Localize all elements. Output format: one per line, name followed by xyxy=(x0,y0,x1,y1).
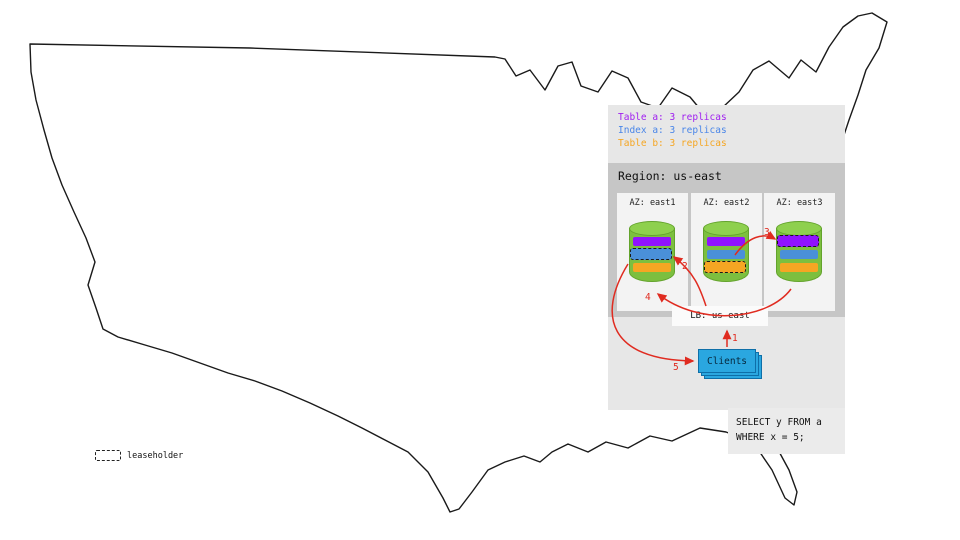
az-east2-label: AZ: east2 xyxy=(703,198,750,208)
sql-line-1: SELECT y FROM a xyxy=(736,417,822,428)
replica-table-a xyxy=(707,237,745,246)
sql-query-box: SELECT y FROM a WHERE x = 5; xyxy=(728,408,845,454)
replica-index-a xyxy=(707,250,745,259)
legend-index-a: Index a: 3 replicas xyxy=(618,125,727,136)
replica-legend: Table a: 3 replicas Index a: 3 replicas … xyxy=(618,111,727,150)
az-east2: AZ: east2 xyxy=(691,193,762,311)
replica-index-a-leaseholder xyxy=(630,248,672,260)
flow-step-2: 2 xyxy=(682,261,688,272)
region-title: Region: us-east xyxy=(618,169,722,183)
replica-table-a-leaseholder xyxy=(777,235,819,247)
flow-step-4: 4 xyxy=(645,292,651,303)
clients-stack: Clients xyxy=(698,349,764,381)
db-node-east2 xyxy=(703,221,749,283)
db-node-east3 xyxy=(776,221,822,283)
leaseholder-swatch-icon xyxy=(95,450,121,461)
cylinder-top xyxy=(703,221,749,236)
flow-step-3: 3 xyxy=(764,227,770,238)
replica-table-a xyxy=(633,237,671,246)
leaseholder-legend: leaseholder xyxy=(95,450,183,461)
replica-table-b xyxy=(633,263,671,272)
az-east3: AZ: east3 xyxy=(764,193,835,311)
az-east3-label: AZ: east3 xyxy=(776,198,823,208)
sql-line-2: WHERE x = 5; xyxy=(736,432,805,443)
cylinder-top xyxy=(776,221,822,236)
legend-table-b: Table b: 3 replicas xyxy=(618,138,727,149)
cylinder-top xyxy=(629,221,675,236)
clients-label: Clients xyxy=(698,349,756,373)
replica-table-b xyxy=(780,263,818,272)
load-balancer: LB: us-east xyxy=(672,306,768,326)
replica-index-a xyxy=(780,250,818,259)
flow-step-5: 5 xyxy=(673,362,679,373)
db-node-east1 xyxy=(629,221,675,283)
leaseholder-legend-label: leaseholder xyxy=(127,450,184,461)
replica-table-b-leaseholder xyxy=(704,261,746,273)
flow-step-1: 1 xyxy=(732,333,738,344)
legend-table-a: Table a: 3 replicas xyxy=(618,112,727,123)
az-east1: AZ: east1 xyxy=(617,193,688,311)
az-east1-label: AZ: east1 xyxy=(629,198,676,208)
